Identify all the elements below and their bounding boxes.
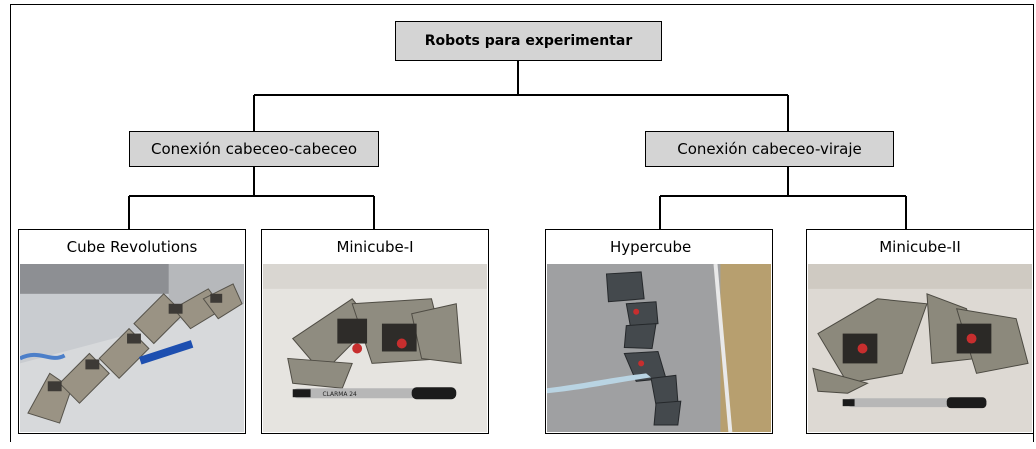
robot-photo-cube-revolutions [20,264,244,432]
pen-brand-text: CLARMA 24 [322,391,357,398]
robot-card-cube-revolutions: Cube Revolutions [18,229,246,434]
group-label: Conexión cabeceo-viraje [677,140,862,158]
diagram-frame [10,4,1034,442]
robot-title: Minicube-II [879,238,961,256]
robot-photo-minicube-ii [808,264,1032,432]
robot-card-hypercube: Hypercube [545,229,773,434]
robot-title: Cube Revolutions [66,238,198,256]
robot-title: Minicube-I [336,238,414,256]
robot-card-minicube-ii: Minicube-II [806,229,1034,434]
robot-photo-minicube-i: CLARMA 24 [263,264,487,432]
root-label: Robots para experimentar [424,33,633,49]
root-node: Robots para experimentar [395,21,662,61]
group-label: Conexión cabeceo-cabeceo [151,140,357,158]
group-node-pitch-yaw: Conexión cabeceo-viraje [645,131,894,167]
robot-title: Hypercube [610,238,692,256]
robot-photo-hypercube [547,264,771,432]
group-node-pitch-pitch: Conexión cabeceo-cabeceo [129,131,379,167]
robot-card-minicube-i: Minicube-I CLARMA 24 [261,229,489,434]
